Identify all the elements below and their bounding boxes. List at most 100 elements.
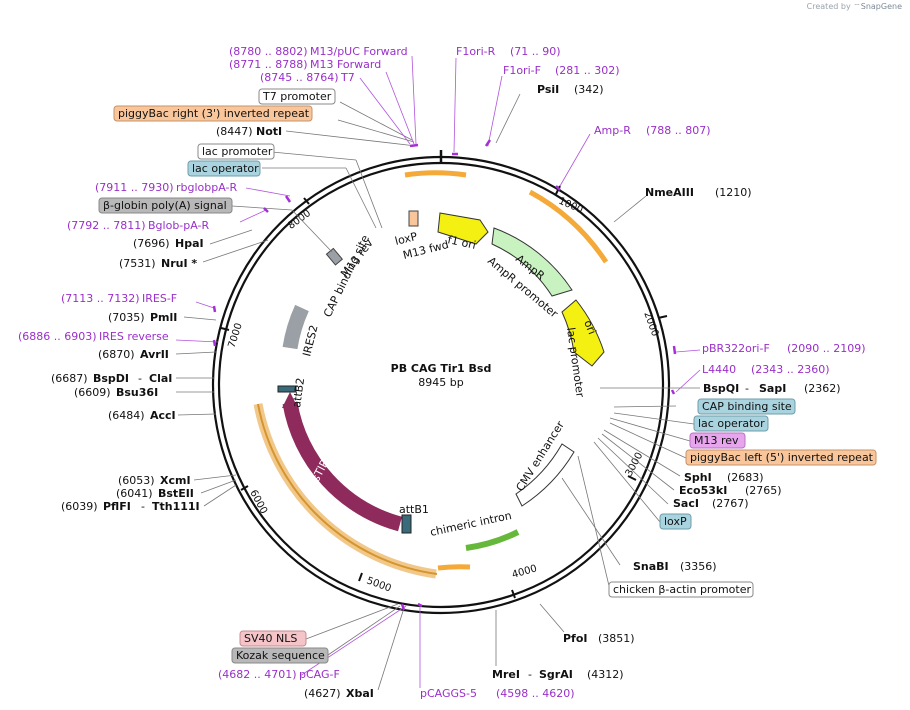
callout-lines <box>175 93 700 691</box>
bsd-arc-edge <box>257 403 438 575</box>
primer-name: T7 <box>340 71 355 84</box>
box-label: CAP binding site <box>702 400 792 413</box>
tick-label: 7000 <box>227 322 245 350</box>
primer-callouts <box>175 55 701 688</box>
site-pos: (342) <box>574 83 604 96</box>
box-label: lac operator <box>698 417 765 430</box>
site-pos: (1210) <box>715 186 752 199</box>
primer-range: (6886 .. 6903) <box>18 330 97 343</box>
ori-arrow <box>561 299 605 367</box>
site-name: NotI <box>256 125 282 138</box>
f1-ori-label: f1 ori <box>446 233 477 252</box>
site-name: SacI <box>673 497 699 510</box>
site-name: Tth111I <box>152 500 200 513</box>
box-cap-binding <box>697 398 796 415</box>
box-label: loxP <box>664 515 687 528</box>
site-pos: (2362) <box>804 382 841 395</box>
primer-name: F1ori-F <box>503 64 541 77</box>
primer-range: (8745 .. 8764) <box>260 71 339 84</box>
site-name: SphI <box>684 471 712 484</box>
tick-label: 5000 <box>365 575 393 594</box>
site-pos: (2683) <box>727 471 764 484</box>
backbone-inner <box>217 161 665 609</box>
svg-text:-: - <box>138 372 142 385</box>
chimeric-intron-arc <box>465 529 520 551</box>
box-lac-promoter <box>197 143 275 160</box>
site-name: PfoI <box>563 632 588 645</box>
primer-name: pCAG-F <box>299 668 340 681</box>
loxp-pb-box <box>408 210 419 227</box>
site-name: ClaI <box>149 372 172 385</box>
f1-ori-arrow <box>437 212 489 245</box>
site-pos: (8447) <box>216 125 253 138</box>
site-pos: (6484) <box>108 409 145 422</box>
feature-boxes: T7 promoter piggyBac right (3') inverted… <box>98 88 877 664</box>
site-name: NmeAIII <box>645 186 694 199</box>
site-name: NruI * <box>161 257 197 270</box>
site-name: XbaI <box>346 687 374 700</box>
primer-name: IRES-F <box>142 292 177 305</box>
primer-name: M13 Forward <box>310 58 381 71</box>
site-pos: (3356) <box>680 560 717 573</box>
site-pos: (3851) <box>598 632 635 645</box>
box-loxp <box>659 513 692 530</box>
box-label: Kozak sequence <box>236 649 325 662</box>
primer-name: Bglob-pA-R <box>148 219 210 232</box>
primer-range: (4598 .. 4620) <box>496 687 575 700</box>
attb2-box <box>277 385 297 393</box>
primer-marks <box>212 139 677 611</box>
primer-range: (7113 .. 7132) <box>61 292 140 305</box>
site-pos: (6041) <box>116 487 153 500</box>
site-pos: (6609) <box>74 386 111 399</box>
box-t7-promoter <box>258 88 336 105</box>
primer-name: L4440 <box>702 363 736 376</box>
box-m13-rev <box>689 432 746 449</box>
attb1-label: attB1 <box>399 503 429 516</box>
right-sites: PsiI(342) NmeAIII(1210) BspQI-SapI(2362)… <box>492 83 841 681</box>
site-name: MreI <box>492 668 520 681</box>
tick-label: 3000 <box>624 451 646 479</box>
box-label: lac operator <box>192 162 259 175</box>
site-name: AvrII <box>140 348 169 361</box>
box-label: β-globin poly(A) signal <box>103 199 227 212</box>
site-name: XcmI <box>160 474 191 487</box>
site-name: HpaI <box>175 237 204 250</box>
box-bglobin <box>98 197 233 214</box>
ires2-label: IRES2 <box>300 324 320 358</box>
box-label: piggyBac right (3') inverted repeat <box>118 107 310 120</box>
features <box>253 170 609 579</box>
feature-arc-top <box>404 170 467 178</box>
primer-name: F1ori-R <box>456 45 496 58</box>
site-pos: (6687) <box>51 372 88 385</box>
ostir1-arc <box>282 401 403 532</box>
attb2-label: attB2 <box>290 377 307 408</box>
box-label: M13 rev <box>694 434 739 447</box>
plasmid-name: PB CAG Tir1 Bsd <box>391 362 492 375</box>
primer-range: (8771 .. 8788) <box>229 58 308 71</box>
site-name: SnaBI <box>633 560 669 573</box>
primer-range: (8780 .. 8802) <box>229 45 308 58</box>
primer-name: Amp-R <box>594 124 631 137</box>
snapgene-logo-icon: ⌔ <box>853 2 861 11</box>
site-pos: (7035) <box>108 311 145 324</box>
tick-label: 4000 <box>511 563 538 581</box>
svg-text:-: - <box>141 500 145 513</box>
primer-range: (4682 .. 4701) <box>218 668 297 681</box>
box-lac-operator-2 <box>693 415 769 432</box>
site-pos: (6870) <box>98 348 135 361</box>
site-name: PflFI <box>103 500 131 513</box>
box-cba-promoter <box>608 581 754 598</box>
box-label: T7 promoter <box>262 90 332 103</box>
primer-range: (7792 .. 7811) <box>67 219 146 232</box>
box-label: piggyBac left (5') inverted repeat <box>690 451 874 464</box>
feature-arc-right <box>528 189 609 264</box>
snapgene-credit: Created by ⌔SnapGene <box>806 2 902 11</box>
svg-text:-: - <box>528 668 532 681</box>
site-name: SgrAI <box>539 668 573 681</box>
ires2-arc <box>282 304 309 350</box>
ampr-arrow <box>491 227 573 297</box>
site-name: PmlI <box>150 311 177 324</box>
chimeric-intron-label: chimeric intron <box>429 509 513 539</box>
primer-range: (2343 .. 2360) <box>751 363 830 376</box>
site-pos: (7696) <box>133 237 170 250</box>
